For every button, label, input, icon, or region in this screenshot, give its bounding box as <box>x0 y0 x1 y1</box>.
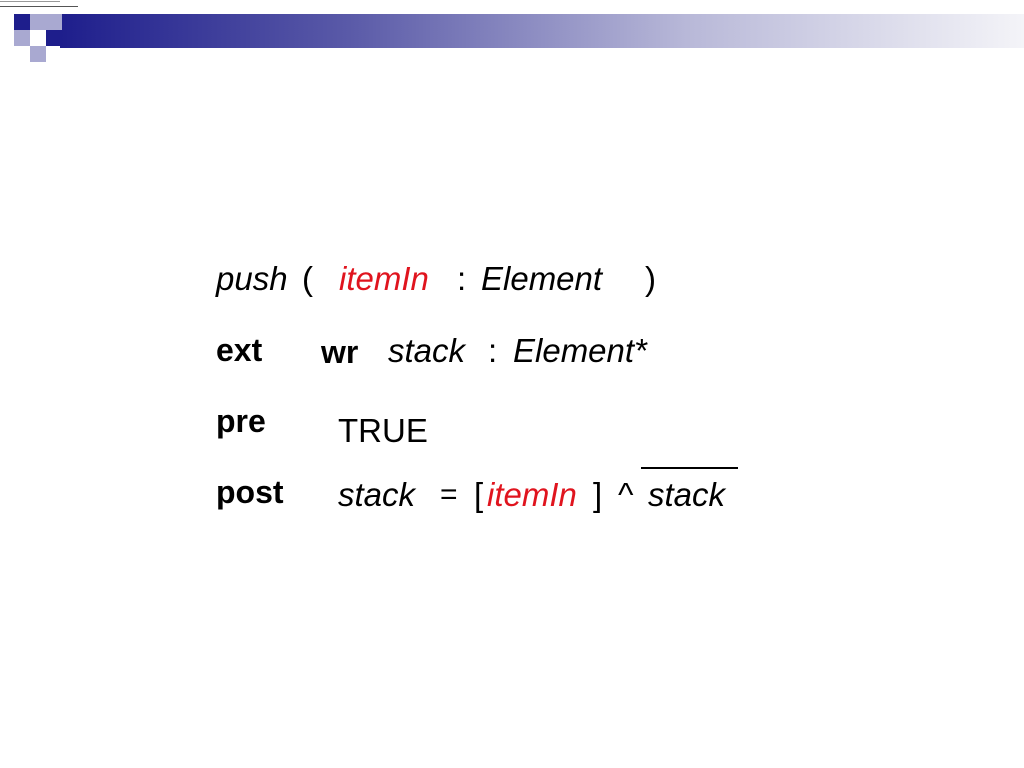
header-square <box>30 46 46 62</box>
ext-colon: : <box>488 332 498 369</box>
post-old-stack: stack <box>648 476 726 513</box>
header-rule-thin <box>0 1 60 2</box>
parameter-name: itemIn <box>339 260 429 297</box>
header-rule <box>0 6 78 7</box>
param-colon: : <box>457 260 467 297</box>
post-equals: = <box>440 478 458 511</box>
operation-name: push <box>216 260 288 297</box>
ext-mode: wr <box>321 334 359 370</box>
ext-type: Element* <box>513 332 647 369</box>
header-square <box>14 30 30 46</box>
pre-keyword: pre <box>216 403 266 439</box>
header-square <box>46 30 62 46</box>
header-square <box>14 14 30 30</box>
post-keyword: post <box>216 474 284 510</box>
post-concat: ^ <box>618 476 634 513</box>
parameter-type: Element <box>481 260 603 297</box>
header-square <box>46 14 62 30</box>
header-square <box>30 14 46 30</box>
post-item: itemIn <box>487 476 577 513</box>
old-value-overline <box>641 467 738 469</box>
close-paren: ) <box>645 260 656 297</box>
post-lhs-stack: stack <box>338 476 416 513</box>
post-open-bracket: [ <box>474 476 484 513</box>
header-gradient-bar <box>60 14 1024 48</box>
pre-condition: TRUE <box>338 412 428 449</box>
ext-variable: stack <box>388 332 466 369</box>
ext-keyword: ext <box>216 332 263 368</box>
open-paren: ( <box>302 260 313 297</box>
post-close-bracket: ] <box>593 476 603 513</box>
